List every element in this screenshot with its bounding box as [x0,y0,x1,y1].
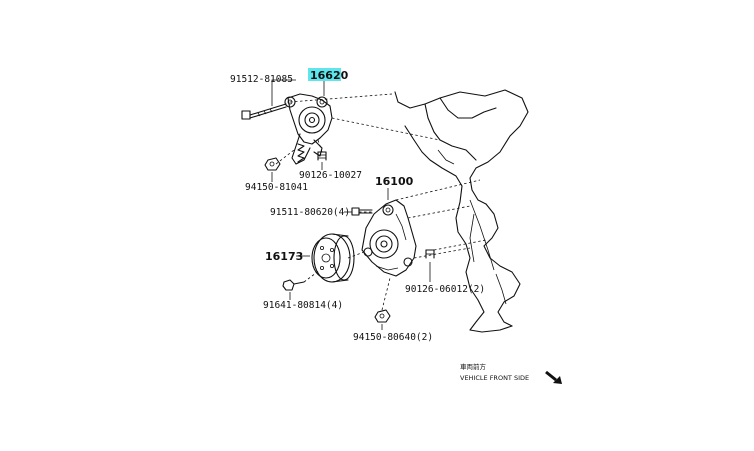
leader-lines [271,79,431,330]
callout-91641-80814[interactable]: 91641-80814(4) [263,300,343,311]
callout-highlight [308,68,341,81]
callout-16100[interactable]: 16100 [375,175,414,188]
callout-90126-10027[interactable]: 90126-10027 [299,170,362,181]
alignment-lines [275,93,487,311]
engine-block [394,89,529,333]
callout-91512-81085[interactable]: 91512-81085 [230,74,293,85]
bolt-91511 [351,207,373,216]
front-note-en: VEHICLE FRONT SIDE [460,374,529,382]
tensioner-assembly [284,93,333,165]
callout-16620[interactable]: 16620 [310,69,349,82]
callout-94150-81041[interactable]: 94150-81041 [245,182,308,193]
pulley-16173 [311,233,355,283]
nut-94150-80640 [374,309,391,323]
callout-90126-06012[interactable]: 90126-06012(2) [405,284,485,295]
callout-16173[interactable]: 16173 [265,250,303,263]
nut-94150-81041 [264,157,281,171]
arrow-front-icon [545,370,562,384]
water-pump [361,199,417,277]
callout-94150-80640[interactable]: 94150-80640(2) [353,332,433,343]
bolt-91641 [282,279,305,291]
callout-91511-80620[interactable]: 91511-80620(4) [270,207,350,218]
bolt-91512 [241,103,287,120]
stud-90126-06012 [425,249,435,259]
front-note-jp: 車両前方 [460,362,487,371]
